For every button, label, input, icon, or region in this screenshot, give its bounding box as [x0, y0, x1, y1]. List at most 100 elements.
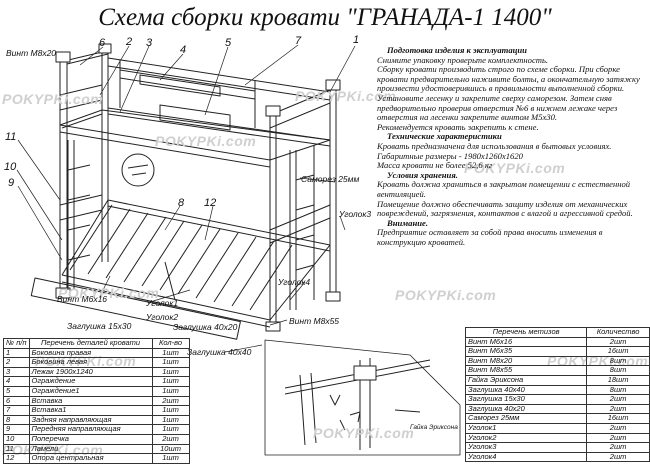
hardware-table-header: Перечень метизов Количество	[464, 327, 650, 338]
part-number-cell: 7	[3, 405, 30, 416]
hardware-name-cell: Винт М6х16	[464, 336, 588, 348]
instruction-paragraph: Снимите упаковку проверьте комплектность…	[377, 54, 549, 65]
part-number-3: 3	[146, 37, 153, 49]
part-number-1: 1	[353, 34, 360, 46]
part-number-9: 9	[8, 177, 15, 189]
hardware-qty-cell: 2шт	[586, 442, 650, 453]
part-number-6: 6	[99, 37, 106, 49]
hardware-name-cell: Уголок1	[464, 422, 588, 434]
hardware-qty-cell: 2шт	[586, 394, 650, 405]
part-name-cell: Ограждение	[28, 376, 153, 387]
hardware-table: Перечень метизов Количество Винт М6х16 2ш…	[464, 327, 650, 463]
hardware-qty-cell: 2шт	[586, 451, 650, 463]
part-name-cell: Поперечка	[28, 433, 153, 445]
part-number-cell: 2	[3, 357, 30, 368]
part-number-7: 7	[295, 35, 302, 47]
instruction-heading: Технические характеристики	[387, 131, 502, 142]
instruction-heading: Подготовка изделия к эксплуатации	[387, 45, 527, 55]
instruction-paragraph: Сборку кровати производить строго по схе…	[377, 64, 640, 123]
instruction-paragraph: Предприятие оставляет за собой права вно…	[377, 227, 603, 247]
part-name-cell: Вставка1	[28, 405, 153, 416]
label-vint-m6x16: Винт М6х16	[57, 294, 108, 304]
instruction-paragraph: Рекомендуется кровать закрепить к стене.	[377, 121, 539, 132]
part-name-cell: Опора центральная	[28, 453, 153, 464]
part-number-8: 8	[178, 197, 185, 209]
right-side-frame	[265, 79, 341, 332]
col-qty-header: Кол-во	[151, 338, 190, 349]
hardware-name-cell: Винт М8х20	[464, 355, 588, 367]
part-number-cell: 12	[3, 453, 30, 464]
left-side-frame	[55, 43, 112, 299]
hardware-qty-cell: 8шт	[586, 365, 650, 376]
hardware-name-cell: Уголок3	[464, 442, 588, 453]
label-vint-m8x20: Винт М8х20	[6, 48, 57, 58]
part-number-cell: 1	[3, 347, 30, 359]
hardware-name-cell: Гайка Эриксона	[464, 374, 588, 386]
hardware-name-cell: Саморез 25мм	[464, 413, 588, 424]
hardware-qty-cell: 2шт	[586, 422, 650, 434]
label-ugolok4: Уголок4	[278, 277, 311, 287]
instruction-paragraph: Кровать предназначена для использования …	[377, 140, 612, 151]
instruction-heading: Внимание.	[387, 217, 428, 228]
part-name-cell: Задняя направляющая	[28, 414, 153, 426]
part-qty-cell: 1шт	[151, 385, 190, 397]
part-name-cell: Ламели	[28, 443, 153, 455]
part-number-cell: 10	[3, 433, 30, 445]
part-name-cell: Передняя направляющая	[28, 424, 153, 435]
hardware-qty-cell: 2шт	[586, 432, 650, 444]
part-number-10: 10	[4, 161, 17, 173]
part-number-5: 5	[225, 37, 232, 49]
label-zaglushka-15x30: Заглушка 15х30	[67, 321, 132, 331]
watermark: POKYPKi.com	[395, 287, 497, 303]
label-zaglushka-40x20: Заглушка 40х20	[173, 322, 238, 332]
part-number-cell: 3	[3, 366, 30, 378]
lower-bed-frame	[30, 199, 331, 340]
instruction-heading: Условия хранения.	[387, 169, 458, 180]
col-number-header: № п/п	[3, 338, 30, 349]
label-samorez: Саморез 25мм	[301, 174, 360, 184]
label-zaglushka-40x40: Заглушка 40х40	[187, 347, 252, 357]
part-number-cell: 8	[3, 414, 30, 426]
part-number-11: 11	[5, 131, 17, 143]
part-number-2: 2	[126, 36, 133, 48]
col-part-name-header: Перечень деталей кровати	[28, 338, 153, 349]
hardware-qty-cell: 16шт	[586, 413, 650, 424]
detail-inset	[264, 339, 461, 456]
label-ugolok3: Уголок3	[339, 209, 372, 219]
leader-lines	[16, 44, 356, 353]
watermark: POKYPKi.com	[58, 285, 160, 301]
instruction-paragraph: Габаритные размеры - 1980х1260х1620	[377, 150, 523, 161]
watermark: POKYPKi.com	[295, 88, 397, 104]
hardware-name-cell: Заглушка 40х40	[464, 384, 588, 396]
part-name-cell: Боковина левая	[28, 357, 153, 368]
part-qty-cell: 1шт	[151, 405, 190, 416]
part-number-cell: 4	[3, 376, 30, 387]
part-name-cell: Вставка	[28, 395, 153, 407]
part-name-cell: Лежак 1900х1240	[28, 366, 153, 378]
part-qty-cell: 1шт	[151, 453, 190, 464]
label-gaika: Гайка Эриксона	[410, 424, 458, 431]
hardware-qty-cell: 2шт	[586, 403, 650, 415]
part-name-cell: Ограждение1	[28, 385, 153, 397]
hardware-name-cell: Уголок4	[464, 451, 588, 463]
